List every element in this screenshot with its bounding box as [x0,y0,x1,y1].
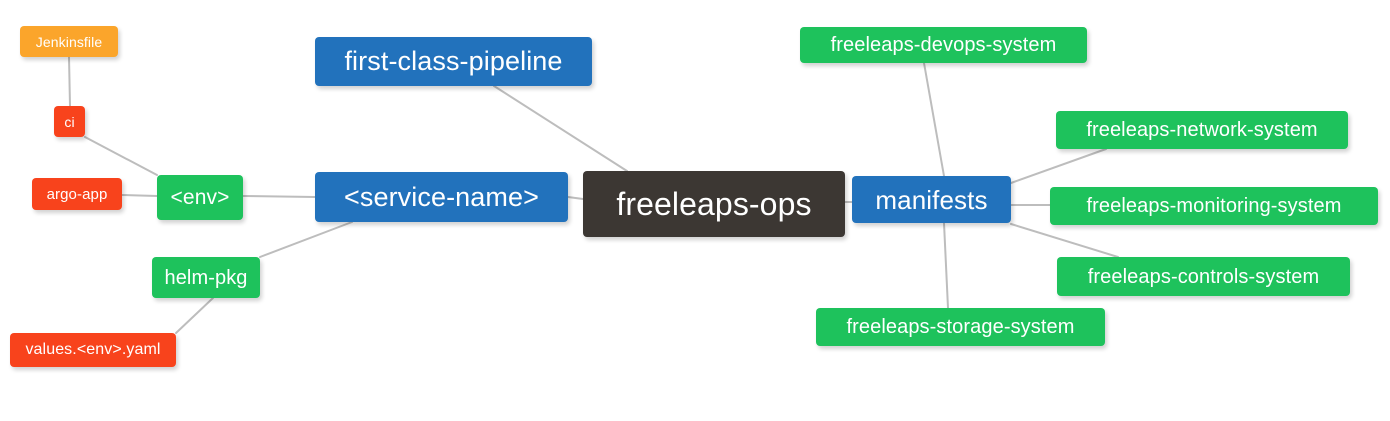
mindmap-node-freeleaps-storage-system[interactable]: freeleaps-storage-system [816,308,1105,346]
node-label: first-class-pipeline [344,46,563,76]
mindmap-node-ci[interactable]: ci [54,106,85,137]
mindmap-node-first-class-pipeline[interactable]: first-class-pipeline [315,37,592,86]
edge-first-class-pipeline-to-freeleaps-ops [493,85,628,172]
mindmap-node-service-name[interactable]: <service-name> [315,172,568,222]
mindmap-node-freeleaps-ops[interactable]: freeleaps-ops [583,171,845,237]
edge-helm-pkg-to-service-name [259,221,353,258]
mindmap-node-helm-pkg[interactable]: helm-pkg [152,257,260,298]
node-label: freeleaps-devops-system [830,34,1057,56]
mindmap-node-values-env-yaml[interactable]: values.<env>.yaml [10,333,176,367]
node-label: Jenkinsfile [35,33,103,50]
mindmap-node-manifests[interactable]: manifests [852,176,1011,223]
edge-jenkinsfile-to-ci [68,56,71,107]
mindmap-node-freeleaps-network-system[interactable]: freeleaps-network-system [1056,111,1348,149]
mindmap-node-freeleaps-devops-system[interactable]: freeleaps-devops-system [800,27,1087,63]
node-label: <service-name> [344,181,539,212]
edge-service-name-to-freeleaps-ops [567,196,584,200]
node-label: freeleaps-controls-system [1087,265,1320,288]
edge-manifests-to-freeleaps-controls-system [1010,223,1119,258]
node-label: <env> [170,186,230,209]
edge-manifests-to-freeleaps-storage-system [943,222,949,309]
edge-ci-to-env [84,136,158,176]
edge-env-to-service-name [242,195,316,198]
mindmap-node-env[interactable]: <env> [157,175,243,220]
node-label: freeleaps-monitoring-system [1086,195,1342,217]
node-label: argo-app [46,185,108,203]
node-label: values.<env>.yaml [25,341,161,358]
mindmap-node-freeleaps-controls-system[interactable]: freeleaps-controls-system [1057,257,1350,296]
node-label: freeleaps-ops [616,186,812,222]
edge-values-env-yaml-to-helm-pkg [175,297,214,334]
node-label: helm-pkg [164,266,248,289]
node-label: ci [64,113,75,130]
mindmap-node-argo-app[interactable]: argo-app [32,178,122,210]
mindmap-node-freeleaps-monitoring-system[interactable]: freeleaps-monitoring-system [1050,187,1378,225]
node-label: freeleaps-storage-system [846,316,1075,338]
node-label: freeleaps-network-system [1086,119,1318,141]
mindmap-node-jenkinsfile[interactable]: Jenkinsfile [20,26,118,57]
edge-argo-app-to-env [121,194,158,197]
edge-manifests-to-freeleaps-devops-system [923,62,945,177]
node-label: manifests [875,184,988,215]
edge-manifests-to-freeleaps-network-system [1010,148,1107,184]
